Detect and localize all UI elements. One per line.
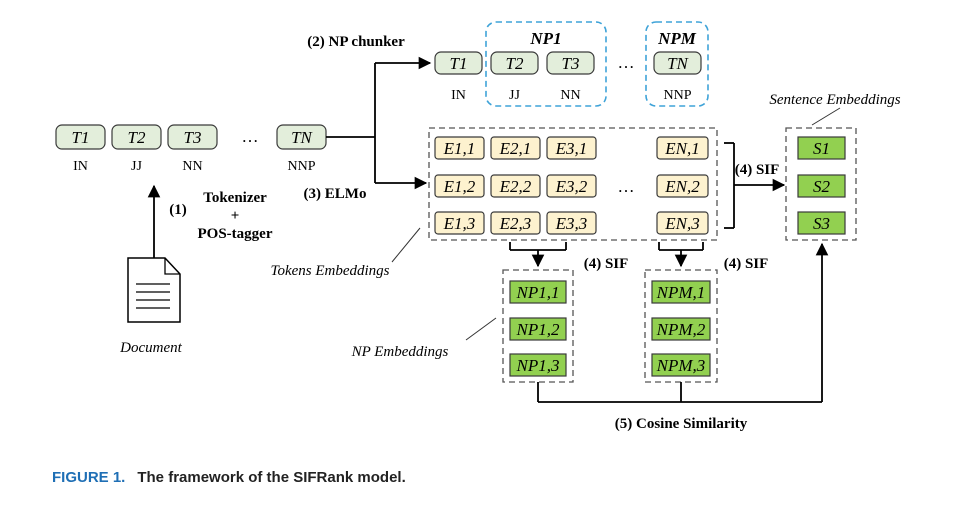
npm-chunk-border <box>645 21 709 107</box>
step3-elmo-label: (3) ELMo <box>304 186 367 202</box>
token-ellipsis: … <box>242 127 259 146</box>
token-t2: T2 JJ <box>111 124 162 174</box>
chunk-t2-tag: JJ <box>509 88 520 103</box>
np-emb-m-2: NPM,2 <box>656 320 706 339</box>
token-t3-tag: NN <box>182 159 202 174</box>
emb-1-2: E1,2 <box>443 177 476 196</box>
emb-2-3: E2,3 <box>499 214 532 233</box>
np-emb-1-3: NP1,3 <box>516 356 560 375</box>
sentence-s2: S2 <box>813 177 831 196</box>
np-embeddings-pointer <box>465 317 497 341</box>
token-t1: T1 IN <box>55 124 106 174</box>
token-t3-label: T3 <box>184 128 202 147</box>
step1-number: (1) <box>169 202 187 218</box>
chunk-ellipsis: … <box>618 53 635 72</box>
document-icon <box>127 257 181 323</box>
token-tn-label: TN <box>291 128 313 147</box>
chunk-tn-tag: NNP <box>663 88 691 103</box>
emb-3-3: E3,3 <box>555 214 588 233</box>
figure-label: FIGURE 1. <box>52 469 125 486</box>
step4-sif-np1-label: (4) SIF <box>584 256 629 272</box>
token-row: T1 IN T2 JJ T3 NN … TN NNP <box>55 124 327 174</box>
np1-embeddings-border <box>502 269 574 383</box>
token-t3: T3 NN <box>167 124 218 174</box>
sentence-embeddings-border <box>785 127 857 241</box>
sif-np1-bracket <box>509 242 567 268</box>
step1-postagger: POS-tagger <box>198 226 273 242</box>
emb-3-1: E3,1 <box>555 139 588 158</box>
figure-caption: FIGURE 1. The framework of the SIFRank m… <box>52 469 406 486</box>
token-t2-label: T2 <box>128 128 146 147</box>
np-emb-1-2: NP1,2 <box>516 320 560 339</box>
np-embeddings-caption: NP Embeddings <box>351 344 449 360</box>
emb-n-2: EN,2 <box>664 177 700 196</box>
tokens-embeddings-border <box>428 127 718 241</box>
cosine-connector <box>537 242 829 403</box>
document-caption: Document <box>119 340 182 356</box>
np-emb-m-1: NPM,1 <box>656 283 706 302</box>
step1-plus: + <box>231 208 240 224</box>
token-t1-tag: IN <box>73 159 88 174</box>
np1-chunk-label: NP1 <box>529 29 561 48</box>
emb-n-3: EN,3 <box>664 214 699 233</box>
sentence-s1: S1 <box>813 139 830 158</box>
sentence-embeddings-caption: Sentence Embeddings <box>769 92 900 108</box>
figure-text: The framework of the SIFRank model. <box>137 469 405 486</box>
emb-2-2: E2,2 <box>499 177 532 196</box>
chunk-tn-label: TN <box>667 54 689 73</box>
chunk-t3-tag: NN <box>560 88 580 103</box>
tokens-embeddings-caption: Tokens Embeddings <box>270 263 389 279</box>
emb-ellipsis: … <box>618 177 635 196</box>
step4-sif-npm-label: (4) SIF <box>724 256 769 272</box>
step2-chunker-label: (2) NP chunker <box>307 34 405 50</box>
sif-npm-bracket <box>658 242 704 268</box>
token-tn: TN NNP <box>276 124 327 174</box>
emb-1-3: E1,3 <box>443 214 476 233</box>
token-t2-tag: JJ <box>131 159 142 174</box>
step5-cosine-label: (5) Cosine Similarity <box>615 416 748 432</box>
token-t1-label: T1 <box>72 128 90 147</box>
emb-1-1: E1,1 <box>443 139 476 158</box>
split-connector <box>326 56 432 190</box>
sentence-s3: S3 <box>813 214 830 233</box>
chunk-t1-tag: IN <box>451 88 466 103</box>
chunk-t2-label: T2 <box>506 54 524 73</box>
embedding-grid: E1,1 E1,2 E1,3 E2,1 E2,2 E2,3 E3,1 E3,2 … <box>434 136 709 235</box>
emb-n-1: EN,1 <box>664 139 699 158</box>
chunk-t3-label: T3 <box>562 54 580 73</box>
np-emb-m-3: NPM,3 <box>656 356 706 375</box>
np1-chunk-border <box>485 21 607 107</box>
tokens-embeddings-pointer <box>391 227 421 263</box>
np-emb-1-1: NP1,1 <box>516 283 560 302</box>
token-tn-tag: NNP <box>287 159 315 174</box>
sentence-embeddings-pointer <box>811 107 841 126</box>
chunk-t1-label: T1 <box>450 54 468 73</box>
chunk-row: NP1 NPM T1 IN T2 JJ T3 NN … TN NNP <box>434 21 709 107</box>
emb-3-2: E3,2 <box>555 177 588 196</box>
step4-sif-sentence-label: (4) SIF <box>735 162 780 178</box>
emb-2-1: E2,1 <box>499 139 532 158</box>
npm-chunk-label: NPM <box>657 29 697 48</box>
step1-tokenizer: Tokenizer <box>203 190 267 206</box>
sif-sentence-bracket <box>724 142 786 229</box>
